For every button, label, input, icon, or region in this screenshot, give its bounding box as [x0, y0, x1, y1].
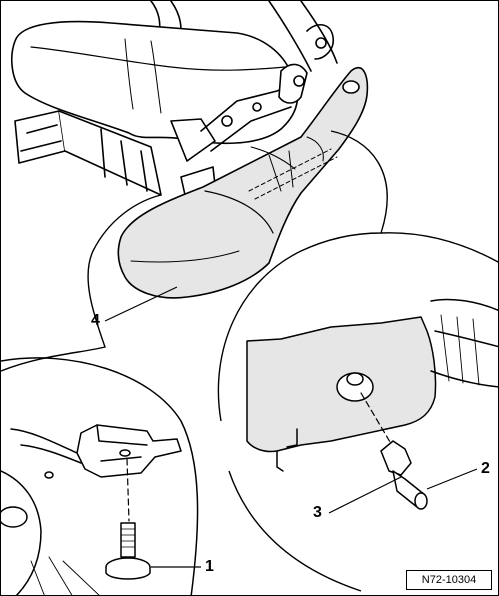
- clip-detail: [246, 298, 498, 510]
- callout-2-label: 2: [481, 460, 490, 477]
- detail-outlines: [1, 130, 498, 592]
- callout-2-leader: [426, 468, 478, 490]
- bolt-detail: [1, 357, 199, 595]
- seat-cushion: [11, 20, 299, 144]
- callout-3-label: 3: [313, 504, 322, 521]
- callout-1-label: 1: [205, 558, 214, 575]
- callout-3-leader: [328, 476, 402, 514]
- figure-reference-label: N72-10304: [406, 570, 492, 590]
- side-trim-panel: [117, 66, 369, 299]
- callout-4-leader: [104, 286, 178, 322]
- seat-assembly: [11, 1, 338, 196]
- callout-4-label: 4: [91, 312, 100, 329]
